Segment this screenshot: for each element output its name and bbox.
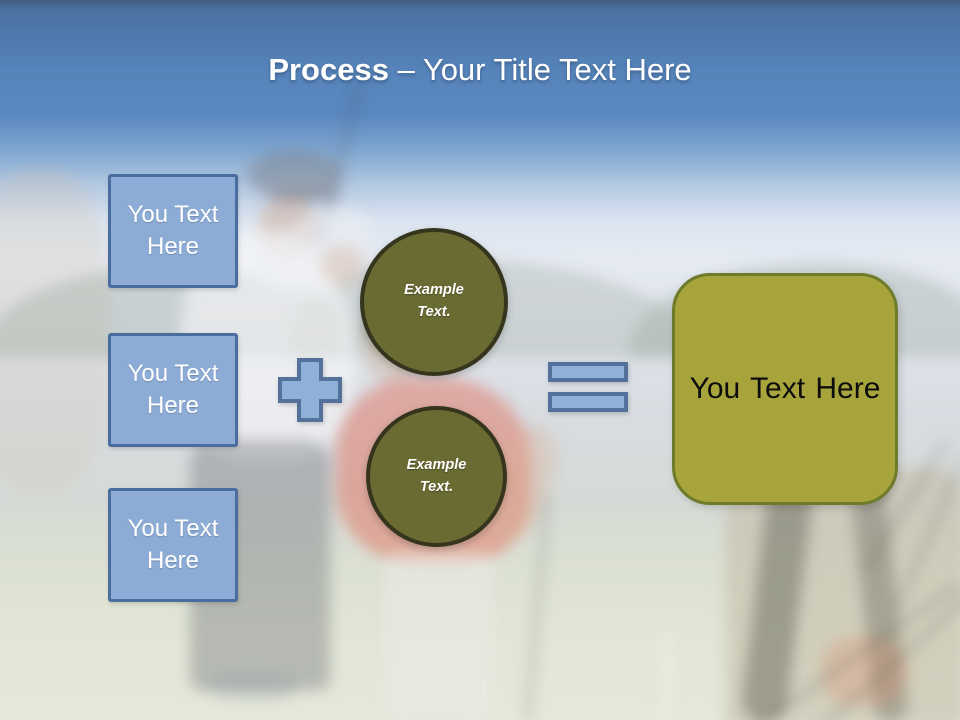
plus-icon[interactable] [278,358,342,422]
foliage-blur [0,170,110,490]
example-circle-2[interactable]: Example Text. [366,406,507,547]
golf-bag-accent [822,636,907,706]
result-box[interactable]: You Text Here [672,273,898,505]
golf-bag [726,468,960,720]
slide-title[interactable]: Process – Your Title Text Here [0,50,960,90]
golf-club-shaft-white [664,630,670,720]
title-emphasis: Process [268,52,389,87]
process-input-box-2[interactable]: You Text Here [108,333,238,447]
equals-bar-top [548,362,628,382]
process-input-box-3[interactable]: You Text Here [108,488,238,602]
result-box-label: You Text Here [689,372,881,405]
golfer-cap-brim [270,186,342,202]
equals-bar-bottom [548,392,628,412]
golfer-hand [320,245,365,285]
golfer-shoe [205,672,300,700]
process-input-box-3-label: You Text Here [127,515,219,574]
equals-icon[interactable] [548,362,628,412]
process-input-box-1-label: You Text Here [127,201,219,260]
example-circle-1[interactable]: Example Text. [360,228,508,376]
process-input-box-2-label: You Text Here [127,360,219,419]
title-regular: – Your Title Text Here [388,52,692,87]
woman-pants [385,552,493,720]
example-circle-1-label: Example Text. [404,282,464,320]
process-input-box-1[interactable]: You Text Here [108,174,238,288]
example-circle-2-label: Example Text. [406,456,467,495]
